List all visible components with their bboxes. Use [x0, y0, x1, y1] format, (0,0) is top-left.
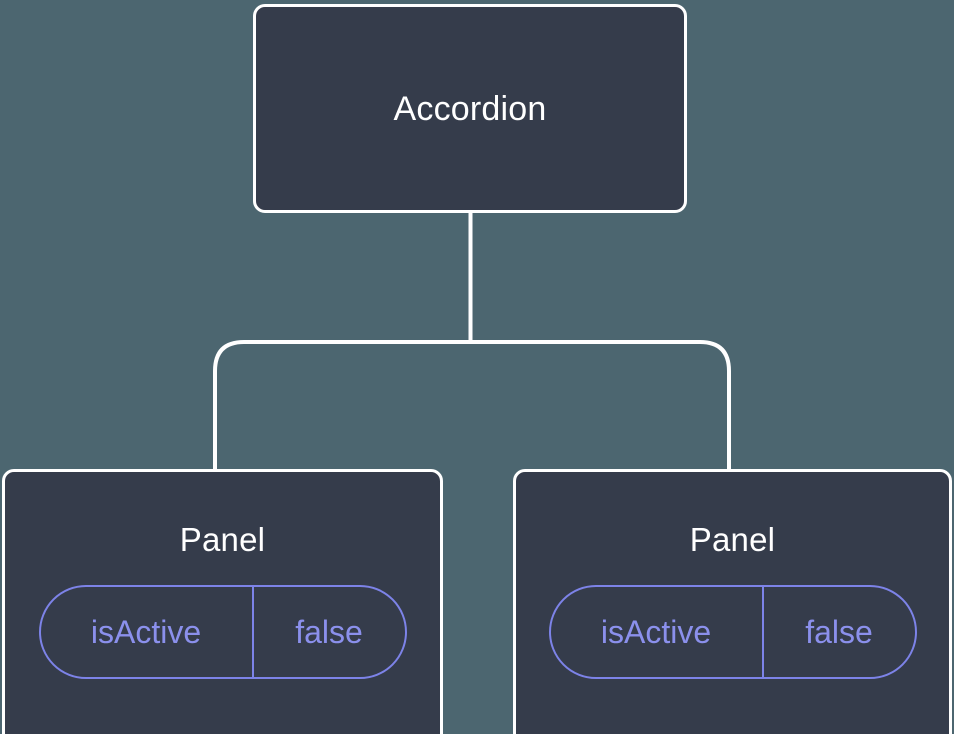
prop-value-label: false	[805, 614, 873, 650]
prop-badge-isactive-right[interactable]: isActive false	[548, 585, 917, 679]
prop-value-label: false	[295, 614, 363, 650]
node-accordion-label: Accordion	[393, 89, 547, 128]
node-accordion[interactable]: Accordion	[253, 4, 687, 213]
edge-to-panel-right	[470, 340, 731, 472]
prop-key-label: isActive	[551, 587, 764, 677]
node-panel-left[interactable]: Panel isActive false	[2, 469, 443, 734]
prop-key-label: isActive	[41, 587, 254, 677]
node-panel-right-label: Panel	[689, 521, 776, 558]
edge-to-panel-left	[213, 340, 471, 472]
prop-badge-isactive-left[interactable]: isActive false	[38, 585, 407, 679]
node-panel-right[interactable]: Panel isActive false	[513, 469, 952, 734]
node-panel-left-label: Panel	[179, 521, 266, 558]
